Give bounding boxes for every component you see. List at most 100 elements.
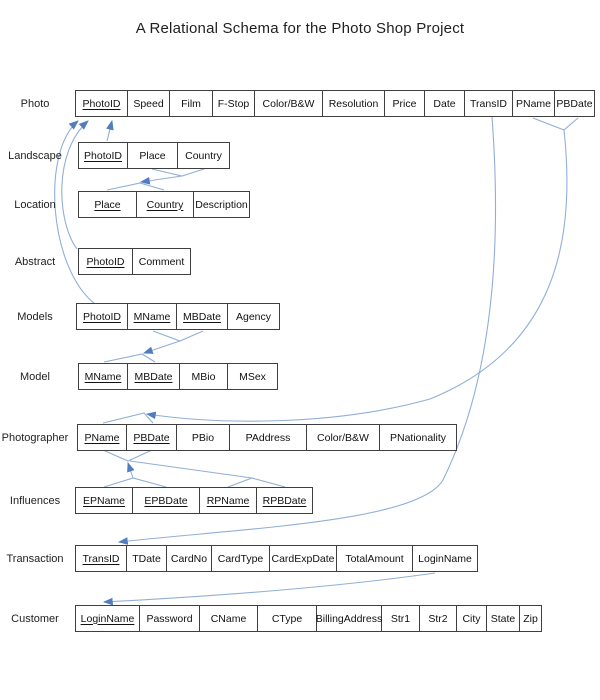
cell-influences-rpname: RPName — [200, 487, 257, 514]
cell-transaction-loginname: LoginName — [413, 545, 478, 572]
join-models-mname-mbdate — [152, 330, 204, 342]
table-customer: LoginName Password CName CType BillingAd… — [75, 605, 542, 632]
cell-landscape-country: Country — [178, 142, 230, 169]
cell-customer-billingaddress: BillingAddress — [316, 605, 382, 632]
cell-photographer-pbio: PBio — [177, 424, 230, 451]
cell-photographer-colorbw: Color/B&W — [307, 424, 380, 451]
arrow-influences-rp-to-photographer — [129, 460, 253, 479]
cell-influences-epname: EPName — [75, 487, 133, 514]
row-label-models: Models — [17, 310, 53, 323]
cell-photographer-pname: PName — [77, 424, 127, 451]
join-influences-epname-epbdate — [103, 477, 167, 488]
cell-customer-state: State — [487, 605, 520, 632]
cell-transaction-cardno: CardNo — [167, 545, 212, 572]
cell-photographer-paddress: PAddress — [230, 424, 307, 451]
arrow-transaction-loginname-to-customer — [102, 572, 436, 606]
schema-row-transaction: Transaction TransID TDate CardNo CardTyp… — [0, 545, 600, 572]
diagram-title: A Relational Schema for the Photo Shop P… — [135, 20, 465, 37]
schema-row-abstract: Abstract PhotoID Comment — [0, 248, 600, 275]
schema-row-influences: Influences EPName EPBDate RPName RPBDate — [0, 487, 600, 514]
table-location: Place Country Description — [78, 191, 250, 218]
schema-row-customer: Customer LoginName Password CName CType … — [0, 605, 600, 632]
cell-photo-pbdate: PBDate — [555, 90, 595, 117]
table-transaction: TransID TDate CardNo CardType CardExpDat… — [75, 545, 478, 572]
arrow-models-to-model — [142, 340, 181, 354]
cell-model-mbdate: MBDate — [128, 363, 180, 390]
cell-customer-loginname: LoginName — [75, 605, 140, 632]
join-location-place-country — [106, 182, 165, 191]
row-label-customer: Customer — [11, 612, 59, 625]
table-landscape: PhotoID Place Country — [78, 142, 230, 169]
cell-photo-fstop: F-Stop — [213, 90, 255, 117]
cell-customer-cname: CName — [200, 605, 258, 632]
cell-models-mname: MName — [128, 303, 177, 330]
cell-influences-epbdate: EPBDate — [133, 487, 200, 514]
schema-row-landscape: Landscape PhotoID Place Country — [0, 142, 600, 169]
cell-photo-speed: Speed — [128, 90, 170, 117]
schema-row-photo: Photo PhotoID Speed Film F-Stop Color/B&… — [0, 90, 600, 117]
cell-customer-ctype: CType — [258, 605, 317, 632]
cell-model-mbio: MBio — [180, 363, 228, 390]
cell-location-description: Description — [194, 191, 250, 218]
arrow-abstract-photoid-to-photo-photoid — [61, 120, 89, 250]
arrow-models-photoid-to-photo-photoid — [54, 120, 96, 305]
table-abstract: PhotoID Comment — [78, 248, 191, 275]
cell-influences-rpbdate: RPBDate — [257, 487, 313, 514]
table-photo: PhotoID Speed Film F-Stop Color/B&W Reso… — [75, 90, 595, 117]
join-photographer-pname-pbdate-bottom — [102, 449, 153, 462]
join-model-mname-mbdate — [103, 353, 156, 363]
schema-row-model: Model MName MBDate MBio MSex — [0, 363, 600, 390]
table-influences: EPName EPBDate RPName RPBDate — [75, 487, 313, 514]
cell-landscape-place: Place — [128, 142, 178, 169]
arrow-influences-ep-to-photographer — [127, 461, 135, 479]
cell-models-mbdate: MBDate — [177, 303, 228, 330]
cell-customer-city: City — [457, 605, 487, 632]
cell-model-mname: MName — [78, 363, 128, 390]
arrow-landscape-photoid-to-photo-photoid — [106, 119, 114, 142]
cell-location-country: Country — [137, 191, 194, 218]
row-label-transaction: Transaction — [6, 552, 64, 565]
arrow-photo-transid-to-transaction — [117, 116, 497, 545]
cell-photo-price: Price — [385, 90, 425, 117]
cell-transaction-cardtype: CardType — [212, 545, 270, 572]
table-model: MName MBDate MBio MSex — [78, 363, 278, 390]
row-label-model: Model — [20, 370, 50, 383]
cell-photo-date: Date — [425, 90, 465, 117]
cell-model-msex: MSex — [228, 363, 278, 390]
row-label-photo: Photo — [20, 97, 50, 110]
cell-transaction-transid: TransID — [75, 545, 127, 572]
cell-photo-pname: PName — [513, 90, 555, 117]
row-label-abstract: Abstract — [14, 255, 56, 268]
join-photo-pname-pbdate — [532, 117, 579, 131]
cell-transaction-tdate: TDate — [127, 545, 167, 572]
join-photographer-pname-pbdate-top — [102, 412, 154, 424]
arrow-photo-to-photographer — [145, 129, 568, 422]
cell-location-place: Place — [78, 191, 137, 218]
cell-customer-str2: Str2 — [420, 605, 457, 632]
cell-photographer-pnationality: PNationality — [380, 424, 457, 451]
table-photographer: PName PBDate PBio PAddress Color/B&W PNa… — [77, 424, 457, 451]
table-models: PhotoID MName MBDate Agency — [76, 303, 280, 330]
row-label-influences: Influences — [9, 494, 61, 507]
cell-transaction-totalamount: TotalAmount — [337, 545, 413, 572]
cell-photographer-pbdate: PBDate — [127, 424, 177, 451]
cell-customer-password: Password — [140, 605, 200, 632]
cell-photo-transid: TransID — [465, 90, 513, 117]
cell-abstract-photoid: PhotoID — [78, 248, 133, 275]
cell-models-photoid: PhotoID — [76, 303, 128, 330]
cell-models-agency: Agency — [228, 303, 280, 330]
cell-photo-resolution: Resolution — [323, 90, 385, 117]
join-landscape-place-country — [151, 168, 205, 177]
row-label-photographer: Photographer — [1, 431, 69, 444]
join-influences-rpname-rpbdate — [227, 477, 286, 488]
schema-row-photographer: Photographer PName PBDate PBio PAddress … — [0, 424, 600, 451]
cell-transaction-cardexpdate: CardExpDate — [270, 545, 337, 572]
cell-customer-zip: Zip — [520, 605, 542, 632]
schema-row-location: Location Place Country Description — [0, 191, 600, 218]
cell-photo-photoid: PhotoID — [75, 90, 128, 117]
cell-landscape-photoid: PhotoID — [78, 142, 128, 169]
row-label-location: Location — [14, 198, 56, 211]
arrow-landscape-to-location — [139, 175, 183, 185]
